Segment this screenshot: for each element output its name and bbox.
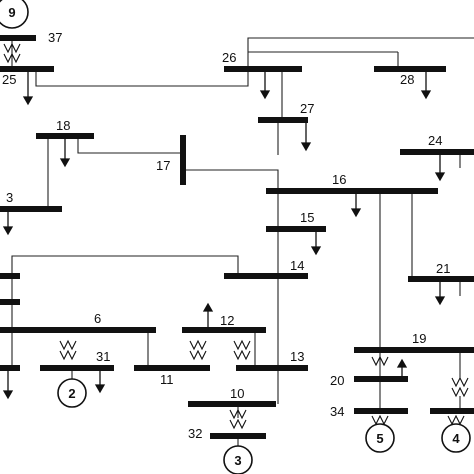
bus-label-21: 21 — [436, 261, 450, 276]
generator-4-icon — [441, 423, 471, 453]
bus-label-17: 17 — [156, 158, 170, 173]
bus-18 — [36, 133, 94, 139]
transformer-12-right-icon — [233, 339, 251, 361]
bus-label-34: 34 — [330, 404, 344, 419]
bus-label-20: 20 — [330, 373, 344, 388]
generator-5-icon — [365, 423, 395, 453]
bus-label-6: 6 — [94, 311, 101, 326]
bus-6 — [0, 327, 156, 333]
bus-label-3: 3 — [6, 190, 13, 205]
transformer-33-icon — [447, 414, 465, 426]
generator-9-label: 9 — [8, 5, 15, 20]
load-arrow-18 — [59, 139, 71, 168]
load-arrow-26 — [259, 72, 271, 100]
bus-17 — [180, 135, 186, 185]
bus-24 — [400, 149, 474, 155]
line-26-29-top — [247, 37, 474, 69]
bus-28 — [374, 66, 446, 72]
bus-label-13: 13 — [290, 349, 304, 364]
load-arrow-7 — [2, 371, 14, 400]
bus-label-28: 28 — [400, 72, 414, 87]
transmission-lines — [11, 37, 474, 418]
bus-37 — [0, 35, 36, 41]
line-18-17 — [77, 136, 183, 154]
bus-label-12: 12 — [220, 313, 234, 328]
generator-4-label: 4 — [452, 431, 460, 446]
bus-label-26: 26 — [222, 50, 236, 65]
generator-3-label: 3 — [234, 453, 241, 468]
load-arrow-31 — [94, 371, 106, 394]
bus-labels: 37 25 26 28 27 18 17 24 3 16 15 14 21 6 … — [2, 30, 450, 441]
bus-label-31: 31 — [96, 349, 110, 364]
transformer-34-icon — [371, 414, 389, 426]
bus-4-left — [0, 273, 20, 279]
bus-label-19: 19 — [412, 331, 426, 346]
load-arrow-3 — [2, 212, 14, 236]
bus-label-18: 18 — [56, 118, 70, 133]
load-arrow-25 — [22, 72, 34, 106]
transformer-37-icon — [3, 42, 21, 64]
bus-7-left — [0, 365, 20, 371]
bus-label-16: 16 — [332, 172, 346, 187]
bus-bars — [0, 35, 474, 439]
bus-25 — [0, 66, 54, 72]
generator-2-label: 2 — [68, 386, 75, 401]
transformer-6-31-icon — [59, 339, 77, 361]
bus-label-11: 11 — [160, 372, 174, 387]
bus-14 — [224, 273, 308, 279]
bus-19 — [354, 347, 474, 353]
line-17-16 — [183, 169, 279, 189]
generator-5-label: 5 — [376, 431, 383, 446]
load-arrow-28 — [420, 72, 432, 100]
bus-31 — [40, 365, 114, 371]
bus-20 — [354, 376, 408, 382]
bus-26 — [224, 66, 302, 72]
transformer-19-20-icon — [371, 355, 389, 367]
bus-label-32: 32 — [188, 426, 202, 441]
load-arrow-20-up — [396, 358, 408, 376]
bus-12 — [182, 327, 266, 333]
generator-2-icon — [57, 378, 87, 408]
bus-34 — [354, 408, 408, 414]
bus-label-25: 25 — [2, 72, 16, 87]
bus-label-27: 27 — [300, 101, 314, 116]
bus-11 — [134, 365, 210, 371]
bus-label-15: 15 — [300, 210, 314, 225]
load-arrow-15 — [310, 232, 322, 256]
bus-32 — [210, 433, 266, 439]
loads — [2, 72, 446, 400]
generator-9-icon — [0, 0, 29, 29]
bus-16 — [266, 188, 438, 194]
line-25-26 — [35, 69, 249, 87]
transformer-19-right-icon — [451, 353, 469, 408]
bus-15 — [266, 226, 326, 232]
bus-label-14: 14 — [290, 258, 304, 273]
bus-33-right — [430, 408, 474, 414]
load-arrow-16 — [350, 194, 362, 218]
bus-21 — [408, 276, 474, 282]
load-arrow-24 — [434, 155, 446, 182]
transformer-12-left-icon — [189, 339, 207, 361]
bus-label-24: 24 — [428, 133, 442, 148]
transformer-10-32-icon — [229, 408, 247, 430]
line-4-14 — [11, 255, 239, 276]
load-arrow-21 — [434, 282, 446, 306]
generator-3-icon — [223, 445, 253, 474]
transformers — [3, 42, 469, 430]
bus-5-left — [0, 299, 20, 305]
bus-label-37: 37 — [48, 30, 62, 45]
bus-label-10: 10 — [230, 386, 244, 401]
bus-3 — [0, 206, 62, 212]
bus-13 — [236, 365, 308, 371]
bus-27 — [258, 117, 308, 123]
load-arrow-12-up — [202, 302, 214, 327]
bus-10 — [188, 401, 276, 407]
load-arrow-27 — [300, 123, 312, 152]
